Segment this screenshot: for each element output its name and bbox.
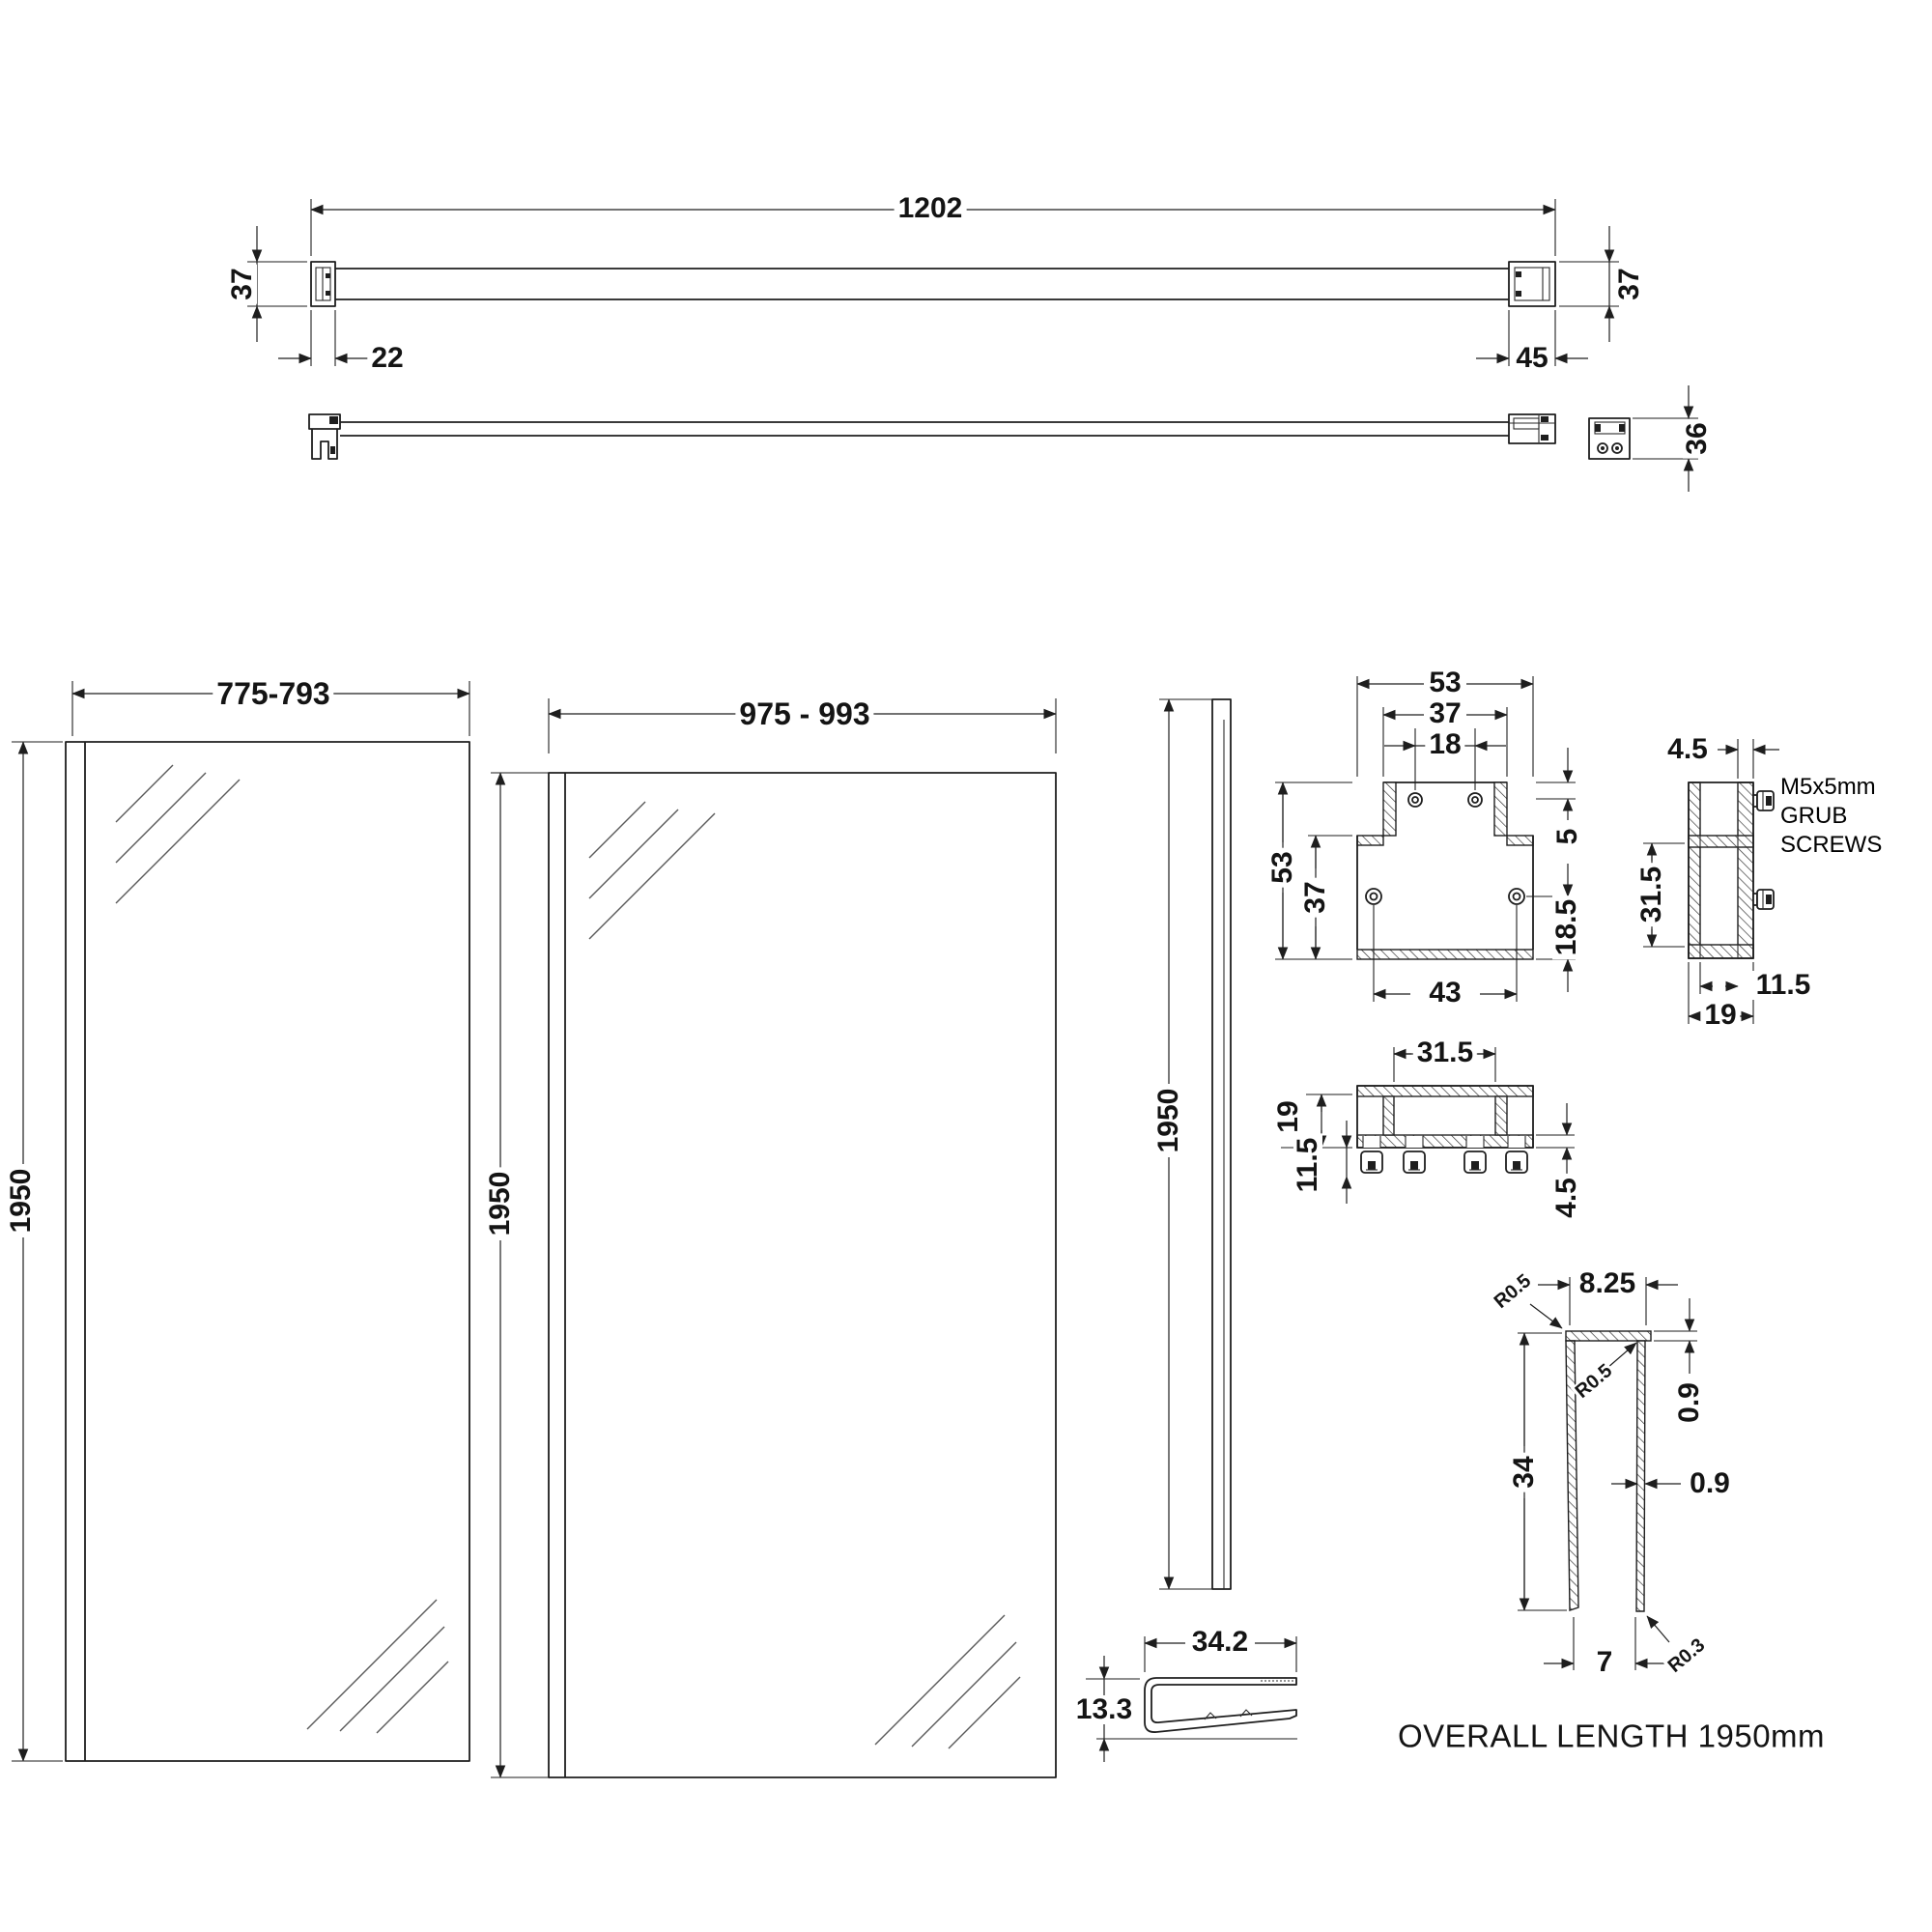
dim-bar-end-height: 36	[1681, 418, 1713, 459]
dim-wall-profile-length: 1950	[1152, 1084, 1184, 1157]
support-bar-side-view	[308, 413, 1556, 460]
dim-side-inner-height: 31.5	[1635, 862, 1667, 927]
corner-profile-section	[1518, 1277, 1697, 1670]
dim-bar-left-cap: 22	[367, 344, 408, 373]
dim-bar-height-left: 37	[226, 264, 258, 304]
dim-panel-large-height: 1950	[484, 1167, 516, 1240]
dim-bottom-wall: 4.5	[1550, 1174, 1582, 1222]
dim-side-wall-thickness: 4.5	[1663, 735, 1712, 764]
overall-length-note: OVERALL LENGTH 1950mm	[1393, 1719, 1830, 1752]
support-bar-top-view	[247, 199, 1619, 366]
dim-seal-height: 13.3	[1071, 1695, 1137, 1724]
dim-corner-leg-length: 34	[1508, 1452, 1540, 1492]
dim-bottom-channel-width: 31.5	[1412, 1038, 1478, 1067]
glass-panel-small	[12, 681, 470, 1762]
glass-panel-large	[491, 698, 1057, 1778]
dim-bar-right-cap: 45	[1512, 344, 1552, 373]
dim-bracket-base-spacing: 43	[1425, 979, 1465, 1008]
dim-panel-small-width: 775-793	[213, 678, 334, 709]
dim-seal-width: 34.2	[1187, 1628, 1253, 1657]
dim-corner-width: 8.25	[1575, 1269, 1640, 1298]
top-bracket-section	[1275, 676, 1576, 1002]
dim-bracket-base-offset: 18.5	[1550, 895, 1582, 960]
dim-bar-length: 1202	[894, 194, 967, 223]
dim-bracket-outer-height: 53	[1266, 847, 1298, 888]
dim-bracket-top-wall: 5	[1551, 824, 1583, 849]
dim-panel-small-height: 1950	[5, 1164, 37, 1237]
bottom-bracket-section	[1281, 1047, 1575, 1204]
wall-profile-elevation	[1159, 698, 1232, 1590]
grub-screws-note-line1: M5x5mm GRUB	[1780, 774, 1876, 829]
dim-bottom-screw-depth: 11.5	[1292, 1133, 1323, 1197]
dim-panel-large-width: 975 - 993	[735, 698, 874, 729]
dim-side-depth: 19	[1700, 1001, 1741, 1030]
dim-bar-height-right: 37	[1613, 264, 1645, 304]
grub-screws-note: M5x5mm GRUB SCREWS	[1780, 773, 1932, 860]
dim-bracket-channel-width: 37	[1425, 699, 1465, 728]
dim-corner-gap: 7	[1592, 1648, 1617, 1677]
dim-bracket-body-height: 37	[1299, 877, 1331, 918]
dim-side-inner-width: 11.5	[1751, 971, 1815, 1000]
dim-bracket-outer-width: 53	[1425, 668, 1465, 697]
dim-bottom-height: 19	[1272, 1096, 1304, 1137]
dim-corner-wall-thickness: 0.9	[1686, 1469, 1734, 1498]
grub-screw-row	[1360, 1136, 1528, 1174]
dim-bracket-screw-spacing: 18	[1425, 730, 1465, 759]
grub-screws-note-line2: SCREWS	[1780, 832, 1883, 858]
dim-corner-top-thickness: 0.9	[1673, 1378, 1705, 1427]
